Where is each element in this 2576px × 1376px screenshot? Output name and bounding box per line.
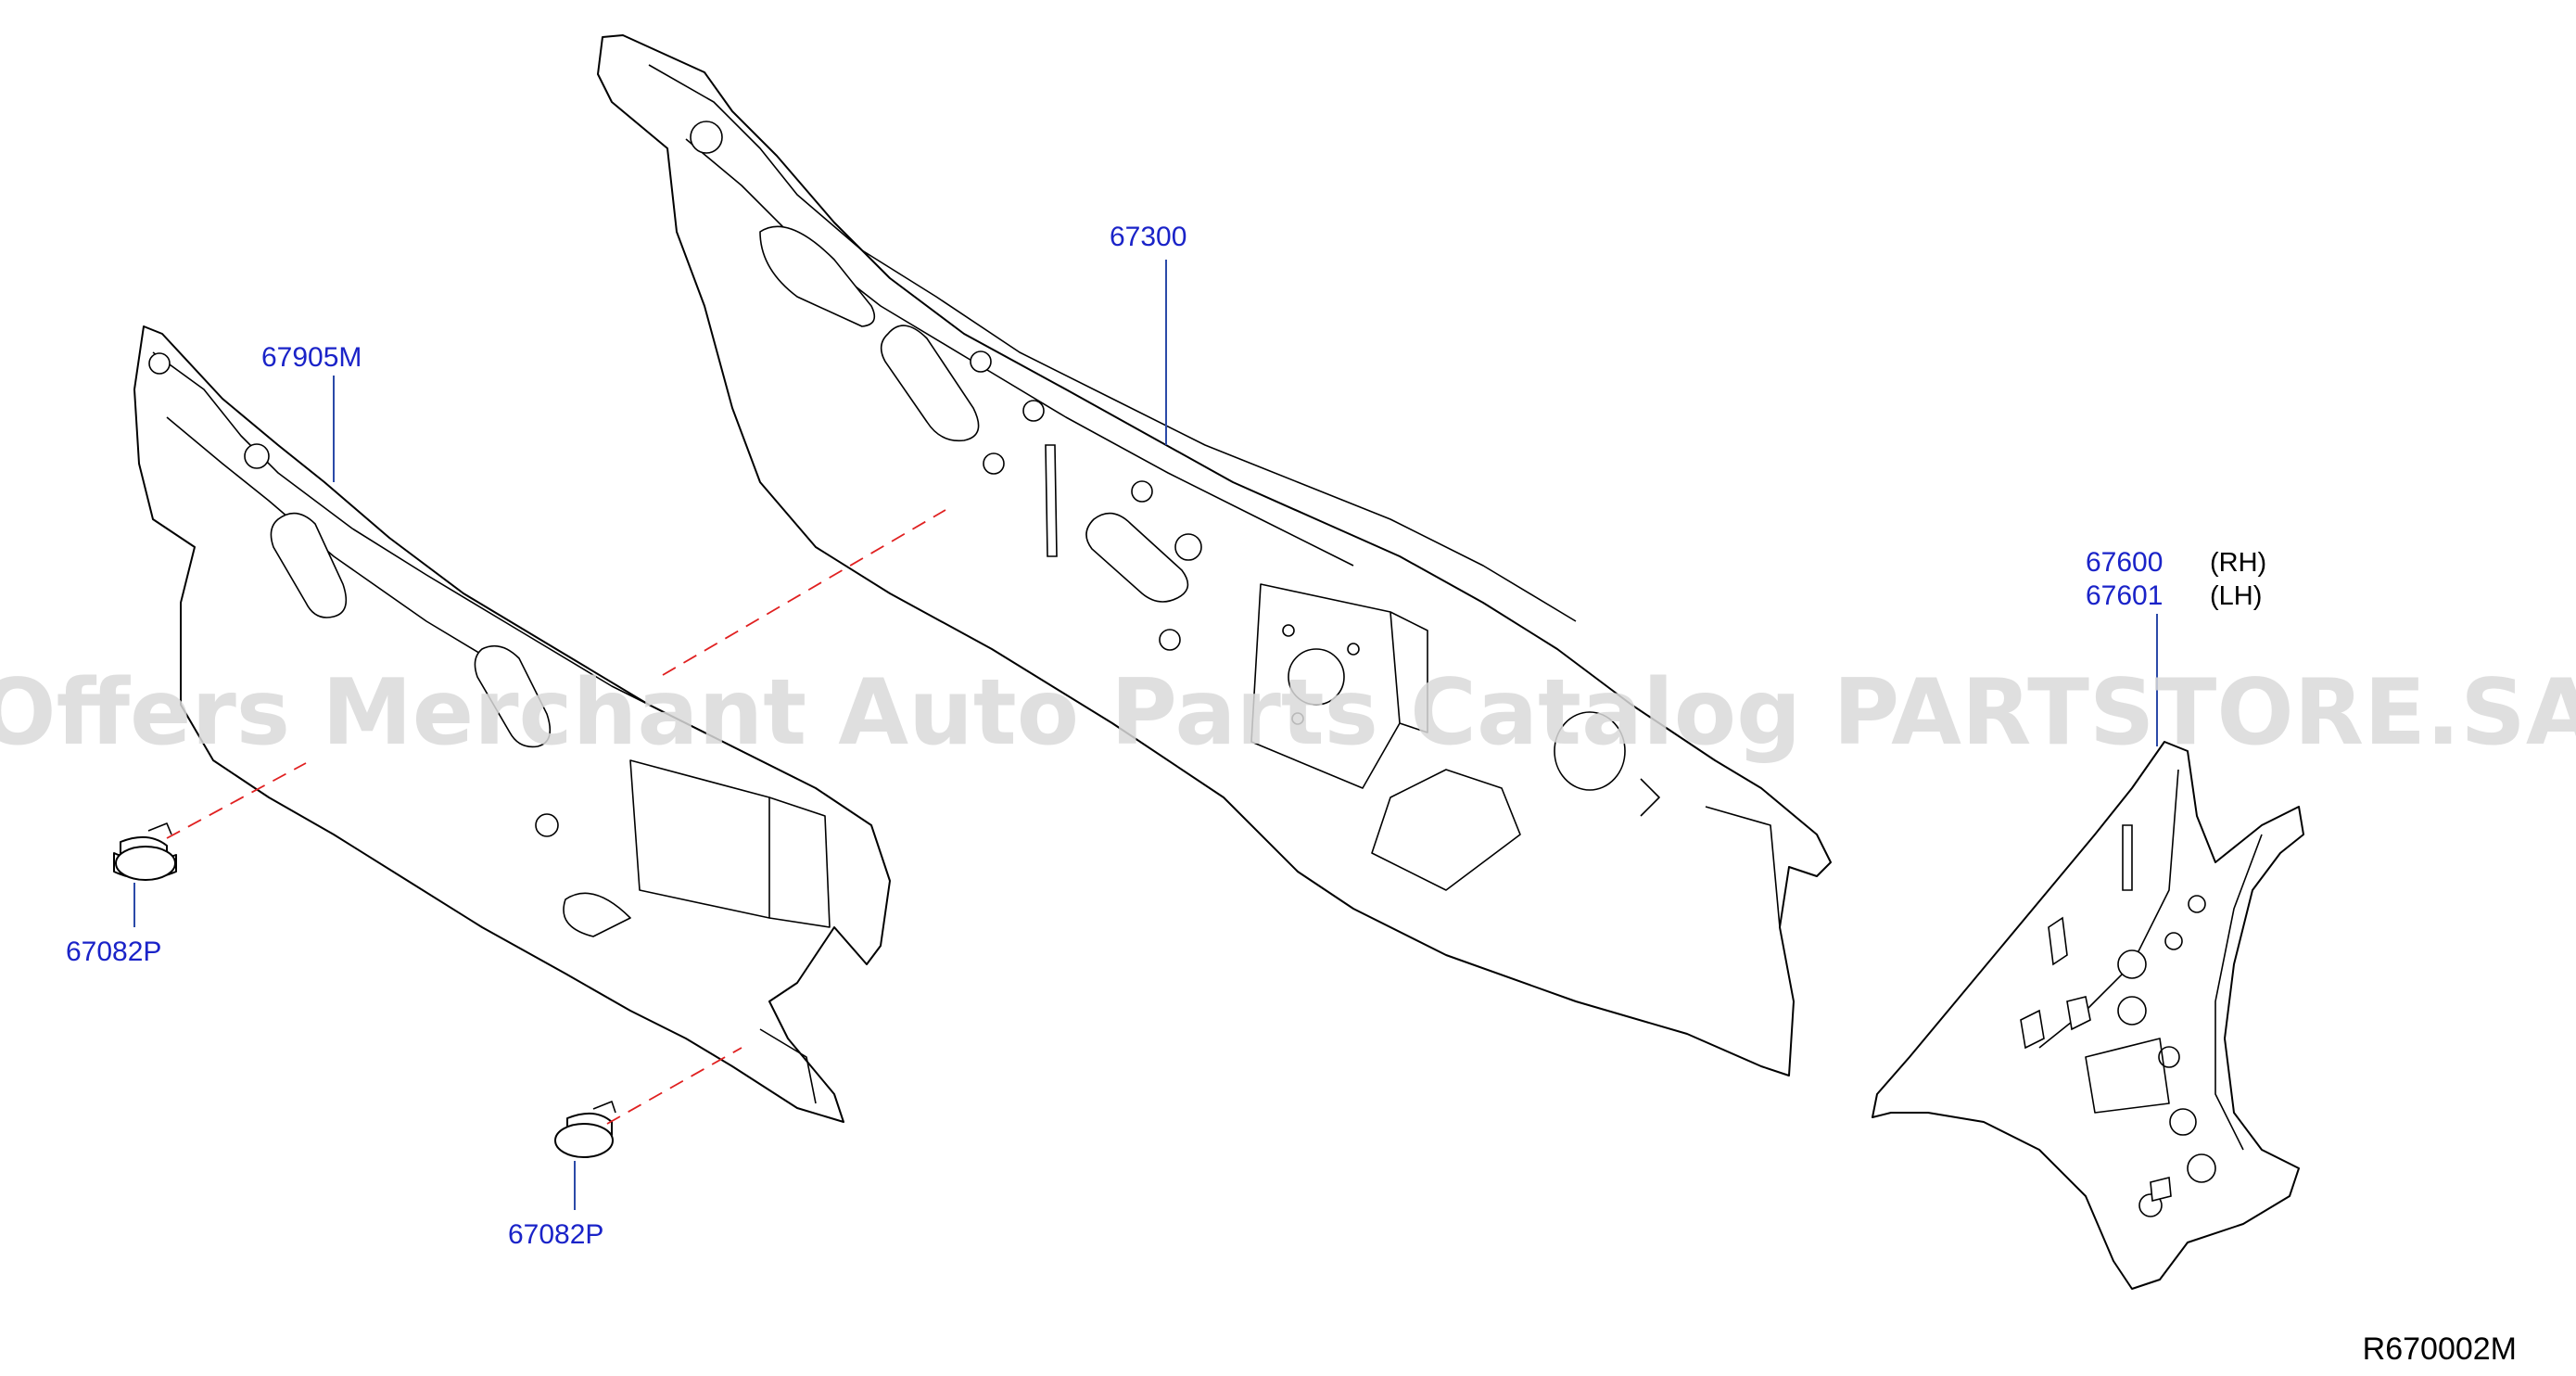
side-panel-part	[1872, 741, 2304, 1290]
callout-side-lh: 67601	[2086, 580, 2163, 611]
dash-panel-part	[597, 34, 1832, 1077]
callout-dash-panel: 67300	[1110, 222, 1186, 252]
callout-insulator: 67905M	[261, 342, 362, 373]
guide-insulator-to-dash	[662, 509, 946, 676]
guide-clip-left	[166, 762, 307, 839]
reference-code: R670002M	[2363, 1331, 2517, 1367]
clip-bottom-part	[554, 1101, 616, 1158]
watermark-text: Offers Merchant Auto Parts Catalog PARTS…	[0, 660, 2576, 766]
callout-side-lh-suffix: (LH)	[2210, 581, 2262, 611]
callout-clip-left: 67082P	[66, 936, 161, 967]
clip-left-part	[113, 822, 177, 881]
callout-side-rh-suffix: (RH)	[2210, 548, 2266, 578]
callout-side-rh: 67600	[2086, 547, 2163, 578]
insulator-part	[133, 325, 891, 1123]
callout-clip-bottom: 67082P	[508, 1219, 603, 1250]
guide-clip-bottom	[606, 1047, 742, 1125]
